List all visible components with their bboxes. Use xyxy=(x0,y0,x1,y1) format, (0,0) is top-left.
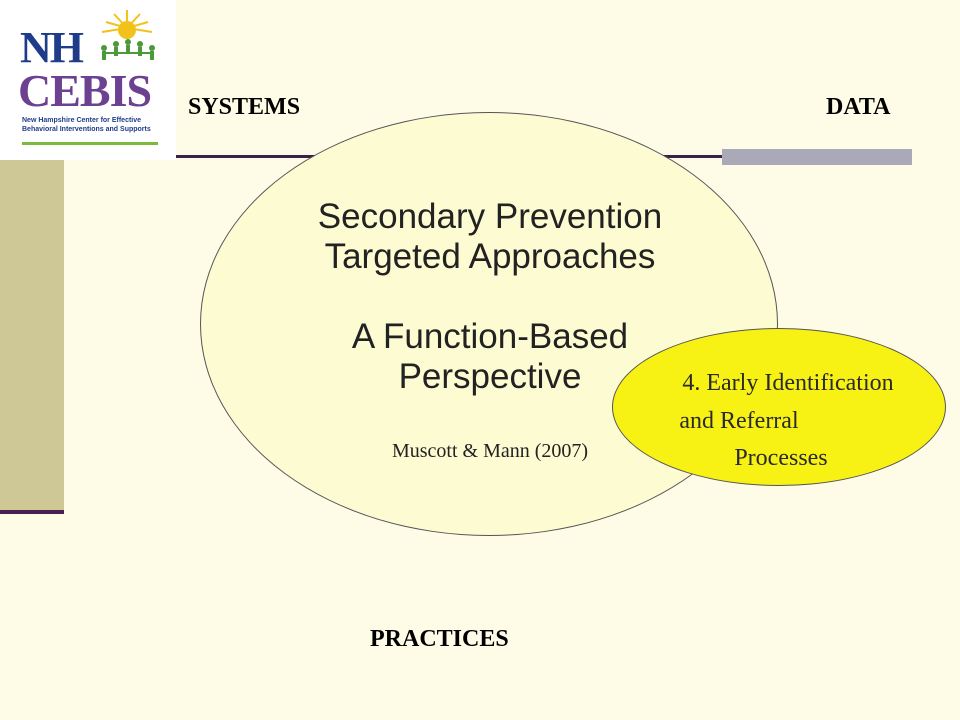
ellipse-title-line3: A Function-Based xyxy=(351,317,629,356)
practices-label: PRACTICES xyxy=(370,626,509,652)
callout-ellipse xyxy=(612,328,946,486)
logo-container: NH CEBIS New Hampshire Center for Effect… xyxy=(0,0,176,160)
callout-line1: 4. Early Identification xyxy=(682,370,894,396)
logo-nh-text: NH xyxy=(20,23,84,72)
logo-cebis-text: CEBIS xyxy=(18,65,152,116)
ellipse-title-line1: Secondary Prevention xyxy=(317,197,663,236)
sun-people-icon xyxy=(101,10,155,60)
logo-subtitle: New Hampshire Center for Effective Behav… xyxy=(22,117,151,133)
systems-label: SYSTEMS xyxy=(188,94,301,120)
left-accent-bar xyxy=(0,160,64,512)
logo-underline xyxy=(22,142,158,145)
left-accent-bar-base xyxy=(0,510,64,514)
citation: Muscott & Mann (2007) xyxy=(391,440,589,462)
ellipse-title-line4: Perspective xyxy=(398,357,582,396)
ellipse-title-line2: Targeted Approaches xyxy=(324,237,656,276)
header-rule-accent xyxy=(722,149,912,165)
nh-cebis-logo: NH CEBIS New Hampshire Center for Effect… xyxy=(14,8,160,152)
callout-line3: Processes xyxy=(734,445,828,471)
callout-line2: and Referral xyxy=(679,408,799,434)
data-label: DATA xyxy=(826,94,891,120)
